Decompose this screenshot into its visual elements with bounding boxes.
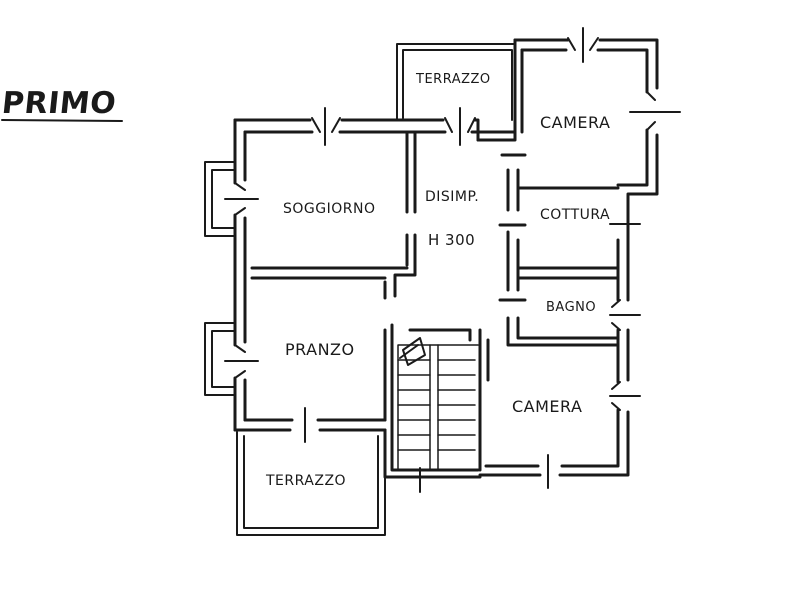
floor-title: PRIMO (0, 86, 118, 121)
room-label-disimp: DISIMP. (425, 189, 480, 205)
room-label-pranzo: PRANZO (285, 340, 355, 359)
staircase (397, 337, 479, 471)
room-label-camera-bottom: CAMERA (512, 397, 583, 416)
terrace-bottom-outline (236, 431, 386, 536)
room-label-camera-top: CAMERA (540, 113, 611, 132)
room-label-terrazzo-top: TERRAZZO (416, 72, 491, 87)
room-label-bagno: BAGNO (546, 300, 597, 315)
room-label-cottura: COTTURA (540, 207, 611, 223)
room-label-soggiorno: SOGGIORNO (283, 201, 376, 217)
room-label-terrazzo-bottom: TERRAZZO (266, 473, 347, 489)
left-balconies (204, 161, 236, 396)
title-underline (1, 119, 123, 122)
interior-walls (250, 130, 620, 472)
exterior-walls (233, 38, 659, 479)
room-height-label: H 300 (428, 231, 476, 249)
window-marks (224, 27, 681, 493)
terrace-top-outline (396, 43, 516, 121)
